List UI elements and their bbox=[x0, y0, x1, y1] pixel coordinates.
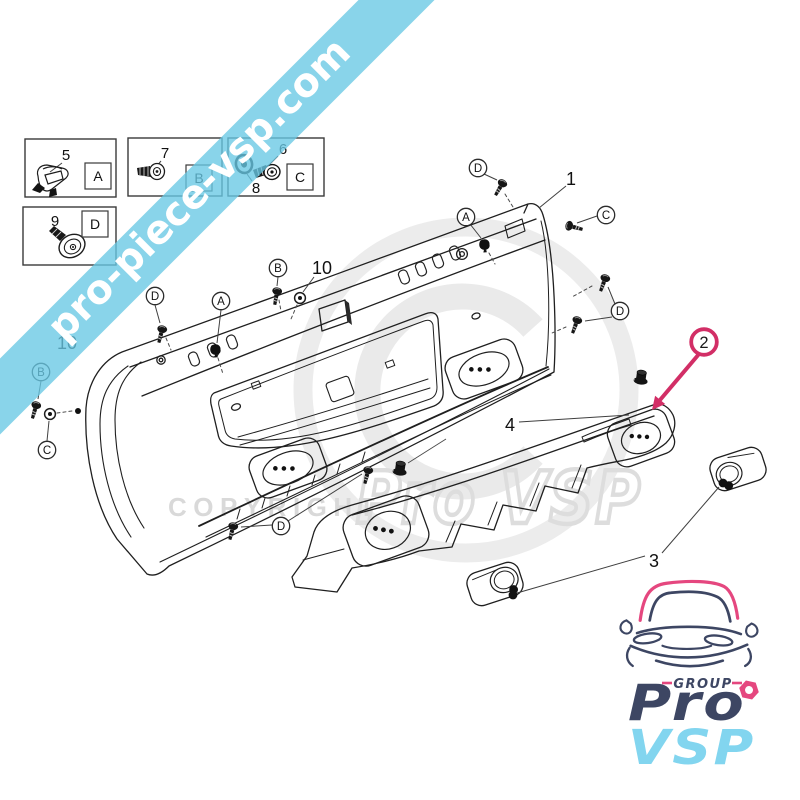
legend-letter-c: C bbox=[295, 169, 305, 185]
legend-box-d: 9 D bbox=[22, 206, 117, 266]
logo-nut-icon bbox=[739, 680, 759, 700]
highlight-number: 2 bbox=[699, 334, 708, 352]
callout-circle-d4: D bbox=[271, 516, 291, 536]
part-main-bumper bbox=[56, 193, 593, 576]
part-number-8: 8 bbox=[252, 180, 260, 197]
callout-circle-d1: D bbox=[145, 286, 165, 306]
provsp-car-icon bbox=[619, 579, 759, 668]
leader-dot-right-tip bbox=[718, 478, 728, 488]
callout-letter: A bbox=[217, 296, 225, 308]
callout-circle-c1: C bbox=[37, 440, 57, 460]
part-number-5: 5 bbox=[62, 147, 70, 164]
logo-vsp-text: VSP bbox=[628, 720, 756, 776]
callout-letter: D bbox=[616, 306, 624, 318]
callout-circle-c2: C bbox=[596, 205, 616, 225]
callout-letter: D bbox=[474, 163, 482, 175]
callout-letter: C bbox=[43, 445, 51, 457]
part-number-7: 7 bbox=[161, 145, 169, 162]
highlight-circle bbox=[689, 327, 719, 357]
callout-letter: D bbox=[277, 521, 285, 533]
highlight-part-2: 2 bbox=[652, 327, 719, 410]
part-label-1: 1 bbox=[566, 169, 576, 189]
leader-dot-left-tip bbox=[508, 590, 518, 600]
callout-circle-d2: D bbox=[468, 158, 488, 178]
callout-circle-b1: B bbox=[268, 258, 288, 278]
leader-lines bbox=[37, 173, 720, 594]
part-label-10-top: 10 bbox=[312, 258, 332, 278]
part-number-9: 9 bbox=[51, 213, 59, 230]
callout-circle-d3: D bbox=[610, 301, 630, 321]
part-exhaust-tip-right bbox=[709, 446, 767, 492]
callout-circle-a1: A bbox=[211, 291, 231, 311]
logo-group-text: GROUP bbox=[673, 677, 732, 692]
legend-box-a: 5 A bbox=[24, 138, 117, 198]
logo-pro-text: Pro bbox=[628, 673, 746, 732]
part-lower-diffuser bbox=[291, 403, 676, 593]
copyright-watermark: COPYRIGHT Pro VSP bbox=[168, 217, 642, 563]
callout-letter: A bbox=[462, 212, 470, 224]
legend-letter-a: A bbox=[93, 168, 103, 184]
callout-circle-a2: A bbox=[456, 207, 476, 227]
provsp-logo: GROUP Pro VSP bbox=[619, 579, 759, 776]
part-label-3: 3 bbox=[649, 551, 659, 571]
provsp-wordmark: GROUP Pro VSP bbox=[628, 673, 759, 776]
callout-letter: B bbox=[274, 263, 282, 275]
legend-letter-d: D bbox=[90, 216, 100, 232]
part-label-4: 4 bbox=[505, 415, 515, 435]
hardware-items bbox=[27, 177, 650, 542]
bumper-drawing bbox=[56, 193, 767, 607]
part-exhaust-tip-left bbox=[466, 561, 524, 607]
callout-letter: C bbox=[602, 210, 610, 222]
callout-letter: D bbox=[151, 291, 159, 303]
